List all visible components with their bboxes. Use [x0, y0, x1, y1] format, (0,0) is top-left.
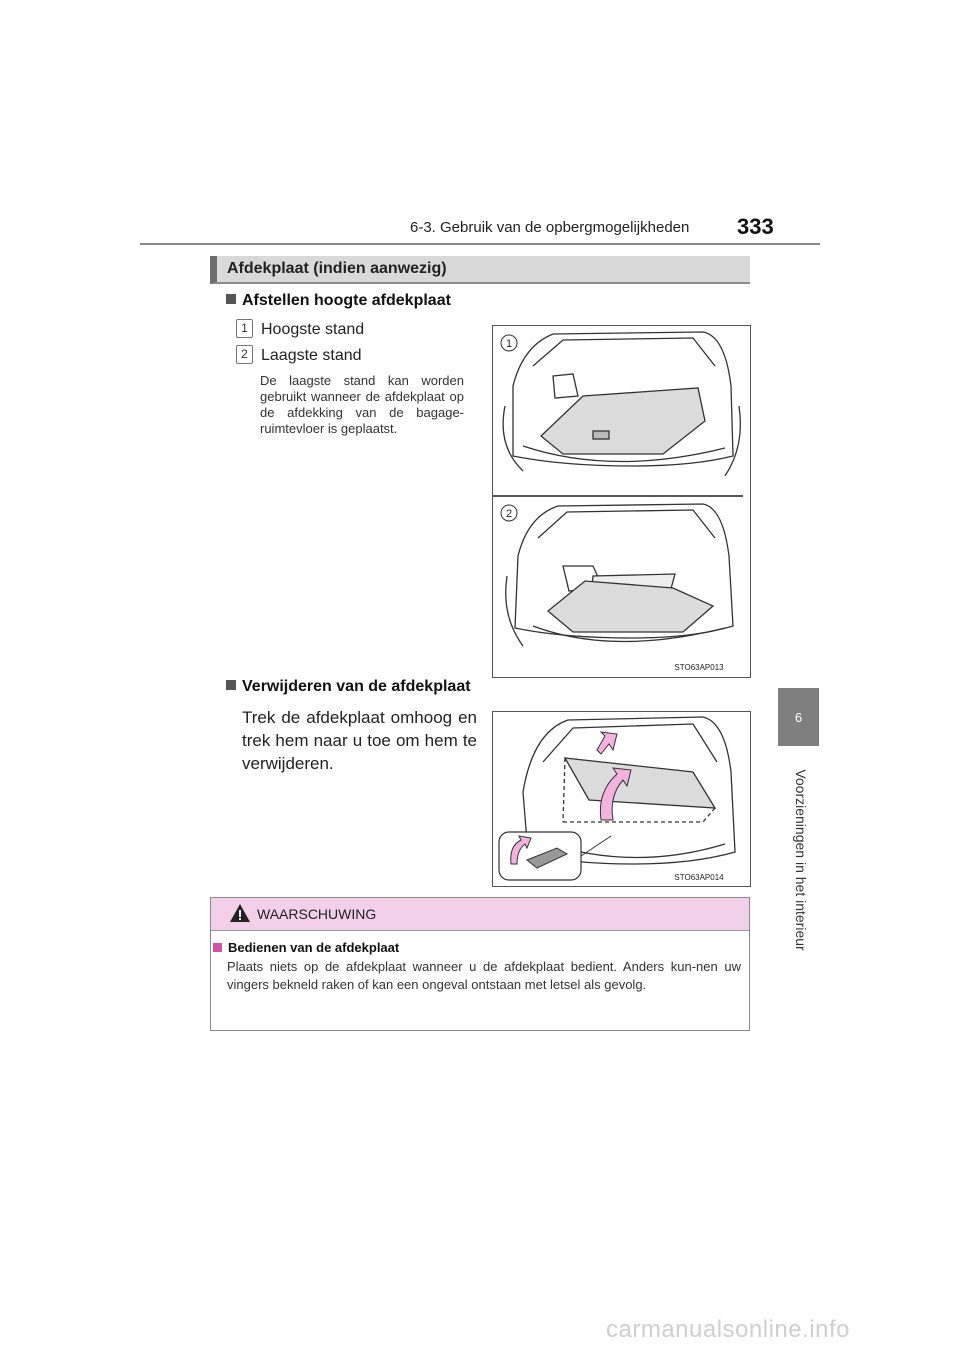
lowest-position-note: De laagste stand kan worden gebruikt wan…	[260, 373, 464, 436]
figure-code: STO63AP013	[674, 663, 724, 672]
header-rule	[140, 243, 820, 245]
watermark: carmanualsonline.info	[606, 1316, 850, 1343]
warning-triangle-icon	[230, 904, 250, 922]
figure-code: STO63AP014	[674, 873, 724, 882]
remove-heading: Verwijderen van de afdekplaat	[226, 678, 471, 696]
cover-positions-illustration: 1 2 STO63AP013	[493, 331, 743, 672]
bullet-square-icon	[213, 943, 222, 952]
header-section-title: 6-3. Gebruik van de opbergmogelijkheden	[410, 219, 690, 236]
warning-box: WAARSCHUWING Bedienen van de afdekplaat …	[210, 897, 750, 1031]
page-number: 333	[737, 214, 774, 239]
number-badge: 2	[236, 345, 253, 364]
warning-title: WAARSCHUWING	[257, 906, 377, 922]
bullet-square-icon	[226, 294, 236, 304]
warning-text: Plaats niets op de afdekplaat wanneer u …	[227, 959, 741, 992]
chapter-number: 6	[794, 709, 803, 725]
chapter-tab: 6	[778, 688, 819, 746]
figure-label-1: 1	[506, 338, 512, 350]
figure-label-2: 2	[506, 508, 512, 520]
chapter-side-label: Voorzieningen in het interieur	[793, 769, 809, 951]
remove-cover-illustration: STO63AP014	[498, 716, 736, 882]
remove-instructions: Trek de afdekplaat omhoog en trek hem na…	[242, 708, 477, 773]
adjust-heading: Afstellen hoogte afdekplaat	[226, 292, 451, 310]
number-badge: 1	[236, 319, 253, 338]
figure-cover-positions: 1 2 STO63AP013	[492, 325, 751, 678]
section-title: Afdekplaat (indien aanwezig)	[227, 260, 447, 277]
section-title-bar: Afdekplaat (indien aanwezig)	[210, 256, 750, 284]
figure-remove-cover: STO63AP014	[492, 711, 751, 887]
warning-header: WAARSCHUWING	[211, 898, 749, 931]
warning-subheading: Bedienen van de afdekplaat	[211, 940, 399, 955]
bullet-square-icon	[226, 680, 236, 690]
